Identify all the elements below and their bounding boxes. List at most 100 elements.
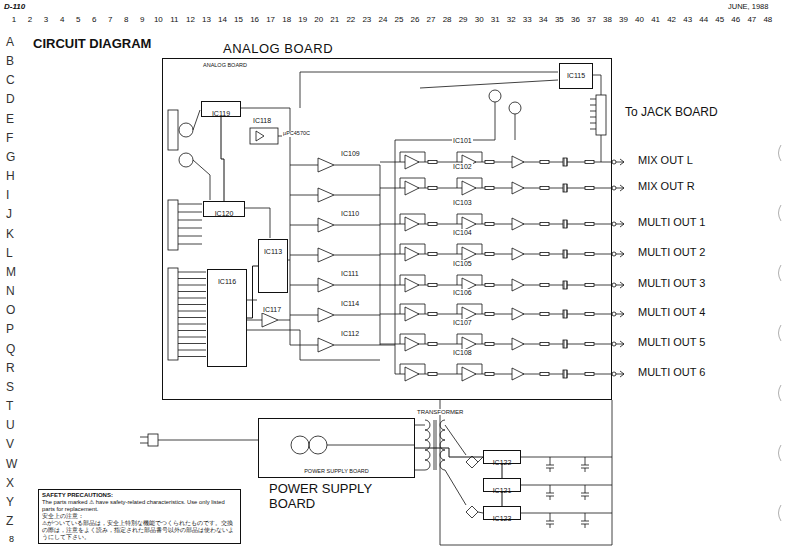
wire [334, 165, 380, 166]
connector-symbol [168, 110, 178, 150]
wire [327, 445, 415, 446]
ic-label: IC115 [567, 71, 585, 80]
resistor-symbol [485, 313, 494, 316]
bus-wire [380, 224, 395, 225]
wire [300, 72, 301, 108]
transformer-coil [440, 460, 445, 470]
grid-reference: G [5, 151, 16, 163]
ic-label: IC113 [264, 247, 282, 256]
grid-reference: F [5, 132, 14, 144]
grid-reference: 38 [602, 16, 613, 24]
grid-reference: 39 [618, 16, 629, 24]
jack-symbol [620, 251, 624, 257]
capacitor-symbol [564, 310, 565, 318]
capacitor-gap [563, 370, 567, 378]
node-text: POWER SUPPLY BOARD [269, 482, 399, 512]
output-label: MIX OUT R [637, 181, 696, 192]
transformer-coil [425, 460, 430, 470]
wire [521, 485, 612, 486]
ic-box: IC120 [203, 201, 245, 217]
connector-wire [247, 266, 258, 318]
part-label: IC105 [452, 260, 473, 267]
part-label: IC103 [452, 199, 473, 206]
grid-reference: 46 [730, 16, 741, 24]
grid-reference: 3 [43, 16, 49, 24]
grid-reference: M [5, 266, 17, 278]
wire [334, 285, 380, 286]
output-label: MULTI OUT 4 [637, 307, 706, 318]
resistor-symbol [485, 187, 494, 190]
transformer-coil [440, 450, 445, 460]
capacitor-symbol [564, 250, 565, 258]
resistor-symbol [485, 284, 494, 287]
grid-reference: H [5, 170, 16, 182]
grid-reference: 30 [474, 16, 485, 24]
grid-reference: 26 [410, 16, 421, 24]
grid-reference: 11 [169, 16, 179, 24]
part-label: IC104 [452, 229, 473, 236]
capacitor-symbol [585, 457, 586, 465]
wire [278, 320, 290, 321]
wire [290, 225, 318, 226]
wire [415, 470, 425, 471]
capacitor-symbol [567, 281, 568, 289]
capacitor-symbol [585, 513, 586, 521]
wire [521, 457, 612, 458]
connector-wire [221, 117, 224, 201]
capacitor-symbol [567, 370, 568, 378]
grid-reference: 44 [698, 16, 709, 24]
capacitor-gap [563, 310, 567, 318]
connector-symbol [596, 95, 606, 135]
ic-label: IC119 [212, 109, 230, 118]
opamp-symbol [512, 308, 524, 320]
opamp-symbol [462, 181, 476, 195]
ic-label: IC123 [493, 514, 512, 523]
opamp-symbol [512, 156, 524, 168]
analog-board: ANALOG BOARDANALOG BOARDIC119IC120IC116I… [162, 58, 612, 400]
opamp-symbol [462, 367, 476, 381]
diode-symbol [256, 131, 264, 141]
margin-mark [779, 385, 782, 401]
capacitor-symbol [567, 310, 568, 318]
jack-symbol [620, 185, 624, 191]
grid-reference: 40 [634, 16, 645, 24]
grid-reference: 43 [682, 16, 693, 24]
resistor-symbol [428, 343, 437, 346]
capacitor-symbol [585, 485, 586, 493]
wire [415, 425, 425, 426]
grid-reference: 42 [666, 16, 677, 24]
connector-wire [415, 448, 483, 457]
opamp-symbol [405, 155, 419, 169]
jack-symbol [179, 153, 193, 167]
grid-reference: T [5, 400, 14, 412]
transformer-coil [425, 430, 430, 440]
resistor-symbol [585, 253, 594, 256]
capacitor-symbol [546, 521, 554, 522]
power-cord [158, 440, 258, 441]
transformer-core [436, 420, 437, 470]
bus-wire [590, 105, 596, 106]
bus-wire [178, 337, 206, 338]
bus-wire [380, 344, 395, 345]
optocoupler-symbol [250, 128, 278, 144]
output-label: MULTI OUT 1 [637, 217, 706, 228]
grid-reference: E [5, 113, 15, 125]
capacitor-symbol [550, 513, 551, 521]
connector-symbol [168, 200, 178, 250]
wire [290, 195, 318, 196]
grid-reference: N [5, 285, 16, 297]
capacitor-symbol [567, 220, 568, 228]
grid-reference: D [5, 93, 16, 105]
grid-reference: 31 [490, 16, 501, 24]
ic-label: IC122 [493, 458, 512, 467]
part-label: μPC4570C [282, 131, 311, 137]
jack-symbol [612, 222, 616, 226]
capacitor-symbol [550, 485, 551, 493]
jack-symbol [620, 221, 624, 227]
diagram-title: CIRCUIT DIAGRAM [33, 36, 151, 51]
regulator-box: IC122 [483, 450, 521, 464]
filter-symbol [309, 436, 327, 454]
part-label: IC109 [340, 150, 361, 157]
transformer-coil [440, 420, 445, 430]
grid-reference: J [5, 208, 13, 220]
